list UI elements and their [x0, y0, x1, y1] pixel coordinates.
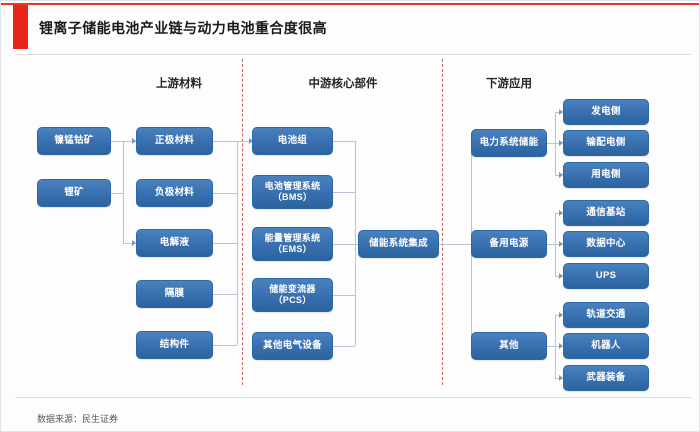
node-nickel-manganese-cobalt-ore[interactable]: 镍锰钴矿: [37, 127, 111, 155]
connector-pcs-out: [333, 295, 355, 296]
connector-to-data-center: [555, 244, 561, 245]
arrow-to-consumption-side: [559, 172, 563, 178]
footer-divider: [15, 397, 691, 398]
node-communication-base-station[interactable]: 通信基站: [563, 200, 649, 226]
divider-upstream-midstream: [242, 59, 243, 385]
arrow-to-generation-side: [559, 109, 563, 115]
node-robotics[interactable]: 机器人: [563, 333, 649, 359]
connector-bus-to-pack: [237, 141, 251, 142]
connector-anode-out: [213, 193, 237, 194]
node-battery-pack[interactable]: 电池组: [252, 127, 333, 155]
arrow-to-base-station: [559, 210, 563, 216]
connector-materials-bus: [237, 141, 238, 345]
connector-to-consumption-side: [555, 175, 561, 176]
connector-ore-to-cathode: [111, 141, 133, 142]
node-pcs-sublabel: （PCS）: [273, 295, 312, 305]
arrow-to-data-center: [559, 241, 563, 247]
title-accent-bar: [13, 5, 28, 49]
connector-lithium-trunk: [123, 141, 124, 243]
node-ems[interactable]: 能量管理系统 （EMS）: [252, 227, 333, 261]
node-battery-pack-label: 电池组: [277, 135, 308, 147]
column-header-midstream: 中游核心部件: [308, 78, 378, 90]
connector-lithium-to-electrolyte: [123, 243, 133, 244]
node-ems-label: 能量管理系统: [264, 233, 321, 244]
connector-separator-out: [213, 294, 237, 295]
connector-lithium-stub: [111, 193, 123, 194]
node-bms-label: 电池管理系统: [264, 181, 321, 192]
connector-integration-out: [439, 244, 471, 245]
connector-to-ups: [555, 276, 561, 277]
node-cathode-material[interactable]: 正极材料: [136, 127, 213, 155]
node-bms[interactable]: 电池管理系统 （BMS）: [252, 175, 333, 209]
connector-to-rail-transit: [555, 315, 561, 316]
node-storage-system-integration[interactable]: 储能系统集成: [358, 230, 439, 258]
divider-midstream-downstream: [442, 59, 443, 385]
connector-to-transmission-side: [555, 143, 561, 144]
connector-pack-out: [333, 141, 355, 142]
connector-backup-power-out: [547, 244, 555, 245]
node-other-electrical-equipment-label: 其他电气设备: [263, 340, 322, 352]
header-divider: [15, 54, 691, 55]
node-electrolyte[interactable]: 电解液: [136, 229, 213, 257]
arrow-to-ups: [559, 273, 563, 279]
arrow-to-robotics: [559, 343, 563, 349]
node-structural-part[interactable]: 结构件: [136, 331, 213, 359]
node-weapon-equipment[interactable]: 武器装备: [563, 365, 649, 391]
node-ems-sublabel: （EMS）: [272, 244, 312, 254]
connector-cathode-out: [213, 141, 237, 142]
node-pcs-label: 储能变流器: [269, 284, 316, 295]
node-generation-side[interactable]: 发电侧: [563, 99, 649, 125]
data-source-note: 数据来源：民生证券: [37, 414, 119, 424]
node-other-applications[interactable]: 其他: [471, 332, 547, 360]
node-anode-material[interactable]: 负极材料: [136, 179, 213, 207]
node-power-system-storage[interactable]: 电力系统储能: [471, 129, 547, 157]
connector-ems-out: [333, 244, 355, 245]
connector-components-bus: [355, 141, 356, 346]
arrow-ore-to-cathode: [132, 138, 136, 144]
connector-to-weapon-equipment: [555, 378, 561, 379]
connector-bms-out: [333, 192, 355, 193]
connector-to-base-station: [555, 213, 561, 214]
top-accent-rule: [1, 3, 699, 5]
connector-to-robotics: [555, 346, 561, 347]
connector-other-apps-out: [547, 346, 555, 347]
node-other-electrical-equipment[interactable]: 其他电气设备: [252, 332, 333, 360]
node-rail-transit[interactable]: 轨道交通: [563, 302, 649, 328]
connector-to-generation-side: [555, 112, 561, 113]
arrow-bus-to-pack: [249, 138, 253, 144]
arrow-to-weapon-equipment: [559, 375, 563, 381]
node-transmission-distribution-side[interactable]: 输配电侧: [563, 130, 649, 156]
node-ups[interactable]: UPS: [563, 263, 649, 289]
column-header-upstream: 上游材料: [156, 78, 202, 90]
arrow-lithium-to-electrolyte: [132, 240, 136, 246]
column-header-downstream: 下游应用: [486, 78, 532, 90]
connector-electrolyte-out: [213, 243, 237, 244]
node-consumption-side[interactable]: 用电侧: [563, 162, 649, 188]
node-pcs[interactable]: 储能变流器 （PCS）: [252, 278, 333, 312]
page-title: 锂离子储能电池产业链与动力电池重合度很高: [39, 20, 327, 36]
node-data-center[interactable]: 数据中心: [563, 231, 649, 257]
connector-other-equip-out: [333, 346, 355, 347]
arrow-to-transmission-side: [559, 140, 563, 146]
arrow-to-rail-transit: [559, 312, 563, 318]
node-separator[interactable]: 隔膜: [136, 280, 213, 308]
node-lithium-ore[interactable]: 锂矿: [37, 179, 111, 207]
connector-structural-out: [213, 345, 237, 346]
node-bms-sublabel: （BMS）: [272, 192, 313, 202]
node-backup-power[interactable]: 备用电源: [471, 230, 547, 258]
connector-grid-storage-out: [547, 143, 555, 144]
